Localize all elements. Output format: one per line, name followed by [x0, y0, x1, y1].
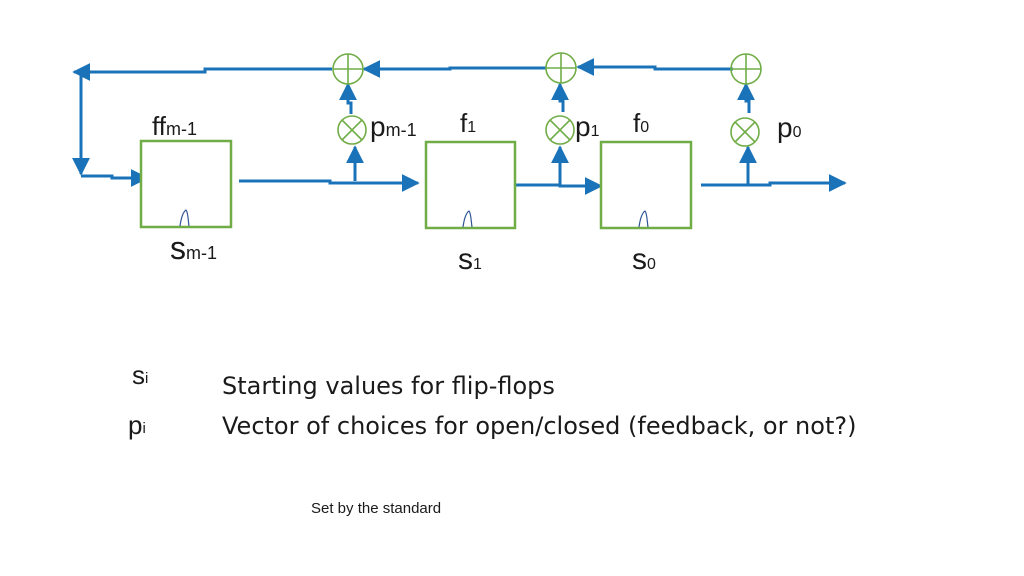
- feedback-wire-middle: [362, 60, 546, 78]
- clock-mark-icon: [638, 210, 649, 228]
- register-label-ffm1: ffm-1: [152, 111, 197, 141]
- and-gate: [337, 115, 760, 147]
- output-wire: [701, 174, 847, 192]
- legend-symbol-si: si: [132, 360, 149, 390]
- wire-ffm1-to-f1: [239, 174, 420, 192]
- wires: [72, 58, 847, 195]
- xor-circle-plus-icon: [545, 52, 577, 84]
- feedback-wire-right: [576, 58, 733, 76]
- and-to-xor-wire-p1: [551, 82, 569, 112]
- tap-label-p1: p1: [575, 111, 600, 142]
- state-label-sm1: sm-1: [170, 230, 217, 266]
- and-circle-times-icon: [730, 117, 760, 147]
- xor-circle-plus-icon: [730, 53, 762, 85]
- tap-label-pm1: pm-1: [370, 111, 417, 142]
- and-circle-times-icon: [337, 115, 367, 145]
- tap-label-p0: p0: [777, 112, 802, 143]
- and-to-xor-wire-p0: [737, 82, 755, 113]
- legend-symbol-pi: pi: [128, 410, 146, 440]
- register-ffm1: [139, 139, 233, 229]
- state-label-s0: s0: [632, 243, 656, 276]
- feedback-wire-left: [72, 63, 332, 81]
- wire-f1-to-f0: [516, 177, 603, 195]
- register-label-f0: f0: [633, 108, 649, 138]
- register-label-f1: f1: [460, 108, 476, 138]
- legend-text-pi: Vector of choices for open/closed (feedb…: [222, 412, 857, 440]
- clock-mark-icon: [462, 210, 473, 228]
- register-boxes: [139, 139, 693, 230]
- standard-note: Set by the standard: [311, 500, 442, 517]
- xor-circle-plus-icon: [332, 53, 364, 85]
- clock-marks: [179, 209, 649, 228]
- and-to-xor-wire-pm1: [339, 82, 357, 114]
- input-wire-ffm1: [81, 169, 149, 187]
- clock-mark-icon: [179, 209, 190, 227]
- and-circle-times-icon: [545, 115, 575, 145]
- state-label-s1: s1: [458, 243, 482, 276]
- legend-text-si: Starting values for flip-flops: [222, 372, 555, 400]
- xor-gate: [332, 52, 762, 85]
